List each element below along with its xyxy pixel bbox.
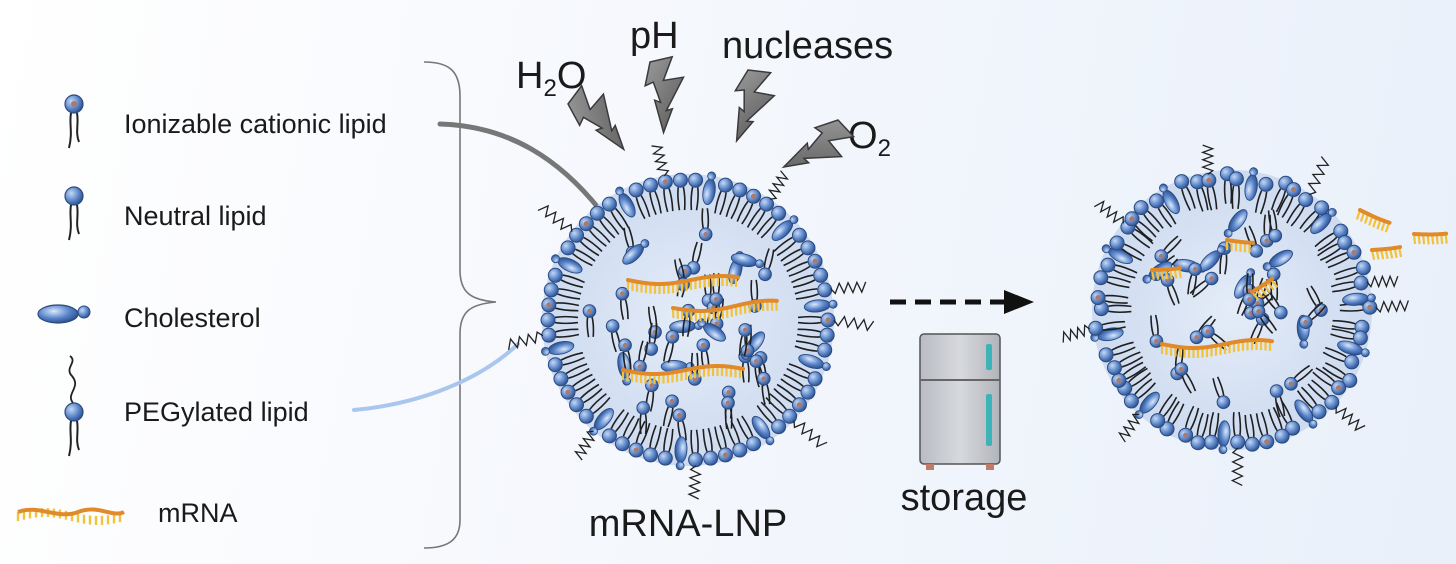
legend-label-cholesterol: Cholesterol bbox=[124, 303, 261, 333]
mrna-strand-icon bbox=[16, 507, 125, 525]
storage-label: storage bbox=[901, 477, 1028, 519]
stressor-nucleases: nucleases bbox=[722, 25, 893, 67]
neutral-lipid-icon bbox=[64, 186, 84, 241]
stressor-ph: pH bbox=[630, 15, 679, 57]
legend-label-mrna: mRNA bbox=[158, 498, 238, 528]
legend-bracket bbox=[423, 61, 497, 549]
legend: Ionizable cationic lipid Neutral lipid C… bbox=[16, 94, 387, 528]
ionizable-leader-line bbox=[437, 121, 603, 213]
nucleases-bolt-icon bbox=[717, 62, 783, 149]
ph-bolt-icon bbox=[642, 55, 685, 134]
stressor-o2: O2 bbox=[848, 115, 891, 162]
pegylated-leader-line bbox=[352, 342, 520, 412]
fridge-icon bbox=[919, 333, 1001, 470]
cholesterol-icon bbox=[37, 304, 91, 324]
particle-label: mRNA-LNP bbox=[589, 503, 787, 545]
legend-label-pegylated: PEGylated lipid bbox=[124, 397, 309, 427]
stressors: H2O pH nucleases O2 bbox=[516, 15, 893, 184]
pegylated-lipid-icon bbox=[64, 355, 84, 457]
lnp-degraded-particle bbox=[1062, 144, 1449, 486]
storage-arrow bbox=[890, 290, 1034, 314]
o2-bolt-icon bbox=[773, 112, 861, 184]
ionizable-lipid-icon bbox=[64, 94, 84, 149]
stressor-h2o: H2O bbox=[516, 55, 586, 102]
legend-label-ionizable: Ionizable cationic lipid bbox=[124, 109, 387, 139]
legend-label-neutral: Neutral lipid bbox=[124, 201, 267, 231]
lnp-intact-particle bbox=[507, 145, 875, 500]
